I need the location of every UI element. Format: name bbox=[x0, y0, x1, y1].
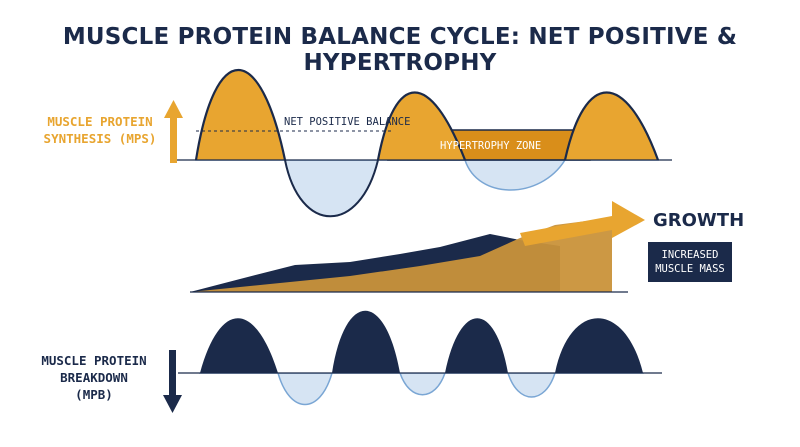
mps-wave-negative-fill bbox=[195, 160, 660, 217]
increased-muscle-mass-line2: MUSCLE MASS bbox=[655, 263, 725, 275]
growth-area-chart bbox=[190, 201, 645, 293]
mps-up-arrow-icon bbox=[164, 100, 183, 163]
growth-arrow-icon bbox=[520, 201, 645, 246]
net-positive-balance-label: NET POSITIVE BALANCE bbox=[284, 116, 411, 128]
mpb-wave-negative-fill bbox=[199, 373, 644, 405]
hypertrophy-zone-label: HYPERTROPHY ZONE bbox=[440, 140, 542, 152]
mpb-label-line2: BREAKDOWN bbox=[60, 370, 128, 385]
mps-wave-negative-outline bbox=[196, 160, 379, 217]
mpb-label: MUSCLE PROTEIN BREAKDOWN (MPB) bbox=[30, 352, 158, 403]
mps-label-line1: MUSCLE PROTEIN bbox=[47, 114, 153, 129]
mps-wave-outline bbox=[194, 68, 660, 160]
mpb-down-arrow-icon bbox=[163, 350, 182, 413]
diagram-title: MUSCLE PROTEIN BALANCE CYCLE: NET POSITI… bbox=[62, 24, 738, 76]
growth-label: GROWTH bbox=[653, 210, 745, 231]
mps-label-line2: SYNTHESIS (MPS) bbox=[43, 131, 157, 146]
mpb-label-line1: MUSCLE PROTEIN bbox=[41, 353, 147, 368]
increased-muscle-mass-box: INCREASED MUSCLE MASS bbox=[648, 242, 732, 282]
increased-muscle-mass-line1: INCREASED bbox=[661, 249, 719, 261]
mps-label: MUSCLE PROTEIN SYNTHESIS (MPS) bbox=[36, 113, 164, 147]
gold-area bbox=[190, 218, 612, 292]
mps-wave bbox=[172, 68, 672, 217]
mpb-wave bbox=[178, 311, 662, 405]
mps-wave-positive-fill bbox=[196, 70, 658, 160]
mpb-wave-positive-fill bbox=[200, 311, 643, 373]
mpb-label-line3: (MPB) bbox=[75, 387, 113, 402]
